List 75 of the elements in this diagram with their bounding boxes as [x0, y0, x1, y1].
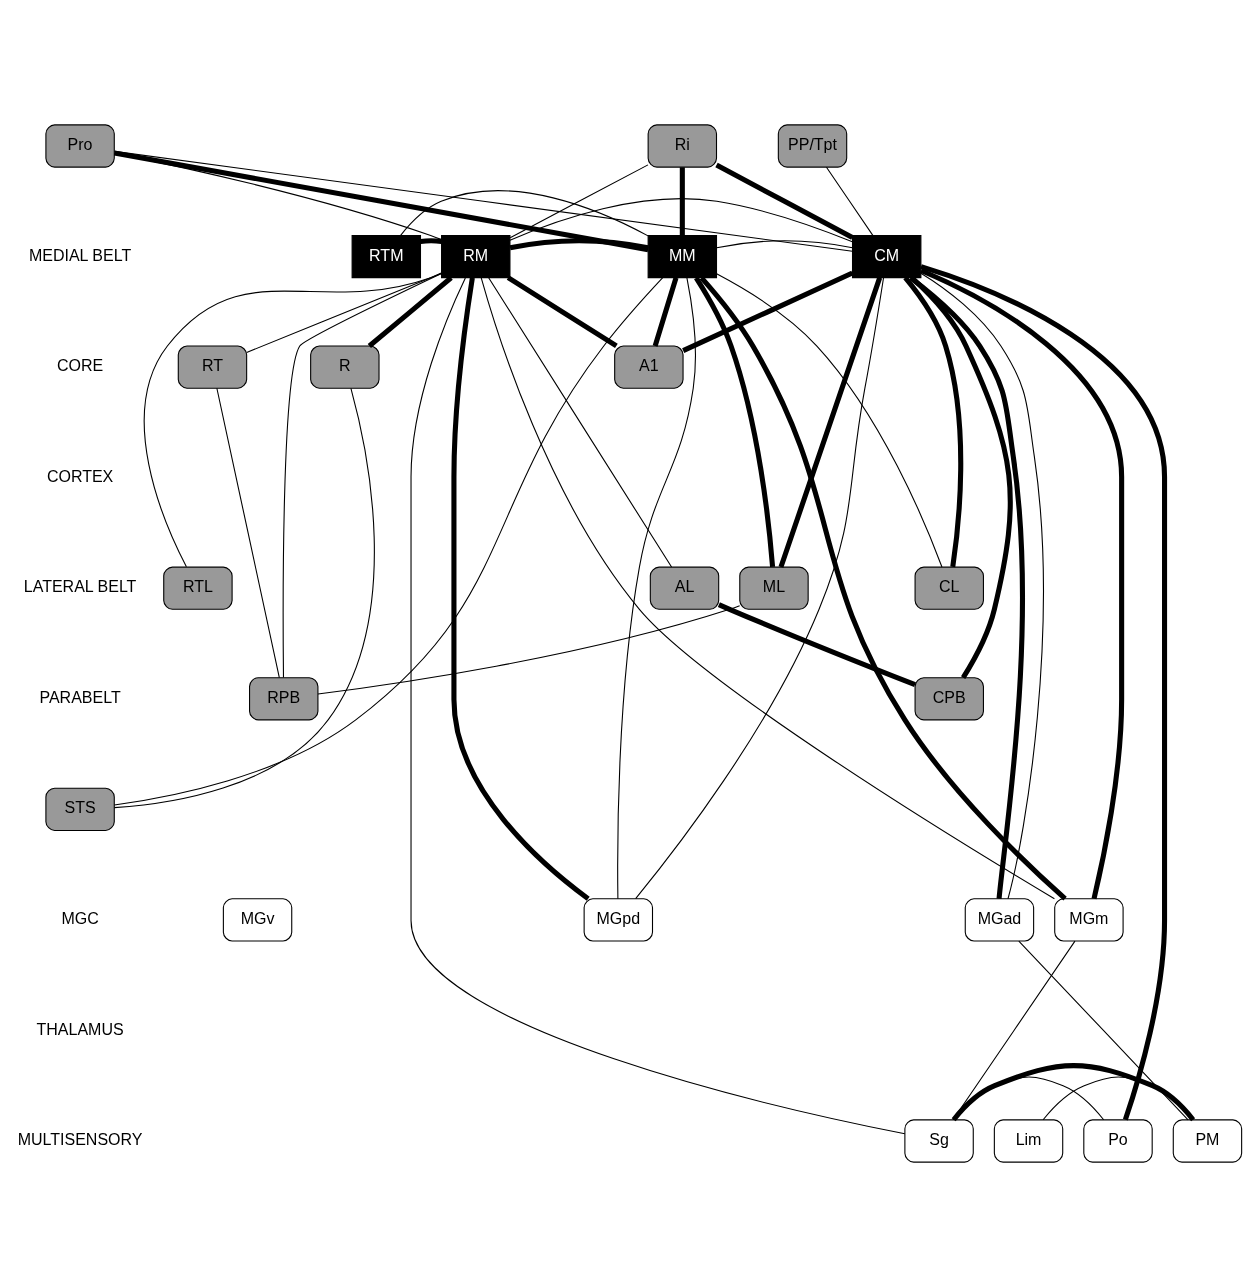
node-box: ML — [739, 566, 809, 610]
node-box: Po — [1083, 1119, 1153, 1163]
connector — [951, 1063, 1196, 1122]
node-box: RTM — [351, 234, 422, 279]
node-box: MM — [647, 234, 718, 279]
connector — [715, 162, 854, 240]
connector — [506, 275, 618, 349]
connector — [699, 276, 1067, 901]
label: LATERAL BELT — [23, 578, 137, 596]
connector — [317, 605, 741, 695]
connector — [920, 268, 1125, 900]
connector — [716, 240, 854, 249]
connector — [682, 270, 854, 353]
connector — [825, 166, 874, 236]
connector — [282, 272, 442, 679]
connector — [488, 277, 673, 568]
node-box: RT — [177, 345, 248, 389]
connector — [480, 277, 1055, 900]
node-box: CM — [851, 234, 922, 279]
connector — [143, 272, 443, 568]
connector — [716, 273, 943, 568]
connector — [920, 264, 1168, 1121]
connector — [920, 272, 1044, 900]
connector — [509, 238, 649, 251]
connector — [679, 167, 685, 236]
label: CORTEX — [46, 467, 114, 485]
label: PARABELT — [39, 688, 121, 706]
connector — [400, 190, 649, 237]
node-box: CL — [914, 566, 984, 610]
node-box: MGm — [1054, 898, 1124, 942]
label: THALAMUS — [36, 1020, 124, 1038]
connector — [778, 276, 883, 568]
label: MEDIAL BELT — [28, 246, 132, 264]
node-box: RPB — [249, 677, 319, 721]
connector — [903, 276, 964, 568]
node-box: Sg — [904, 1119, 974, 1163]
connector — [509, 164, 649, 239]
connector — [367, 275, 453, 348]
node-box: AL — [649, 566, 720, 610]
connector — [451, 277, 590, 901]
connector — [617, 277, 696, 900]
connector — [113, 387, 375, 809]
connector — [216, 387, 280, 679]
node-box: A1 — [614, 345, 684, 389]
node-box: RTL — [163, 566, 233, 610]
connector — [113, 150, 649, 253]
connector — [410, 277, 906, 1135]
connector — [652, 277, 679, 347]
node-box: STS — [45, 787, 115, 831]
node-box: MGpd — [583, 898, 654, 942]
node-box: PP/Tpt — [777, 124, 848, 168]
label: MGC — [61, 909, 99, 927]
node-box: MGad — [964, 898, 1035, 942]
connector — [953, 1076, 1105, 1121]
node-box: RM — [441, 234, 511, 279]
connector — [509, 198, 853, 243]
connector — [113, 277, 664, 806]
node-box: R — [310, 345, 380, 389]
connector — [635, 277, 885, 900]
node-box: MGv — [222, 898, 293, 942]
connector — [694, 276, 776, 568]
connector — [113, 150, 853, 252]
connector — [717, 602, 916, 688]
node-box: Ri — [647, 124, 718, 168]
connector — [1018, 940, 1189, 1121]
connector — [246, 272, 442, 354]
label: MULTISENSORY — [17, 1131, 143, 1149]
node-box: PM — [1172, 1119, 1243, 1163]
node-box: Lim — [993, 1119, 1064, 1163]
node-box: Pro — [45, 124, 115, 168]
connector — [1042, 1076, 1194, 1121]
node-box: CPB — [914, 677, 984, 721]
connector — [420, 238, 442, 245]
connector — [909, 275, 1025, 899]
label: CORE — [56, 357, 104, 375]
